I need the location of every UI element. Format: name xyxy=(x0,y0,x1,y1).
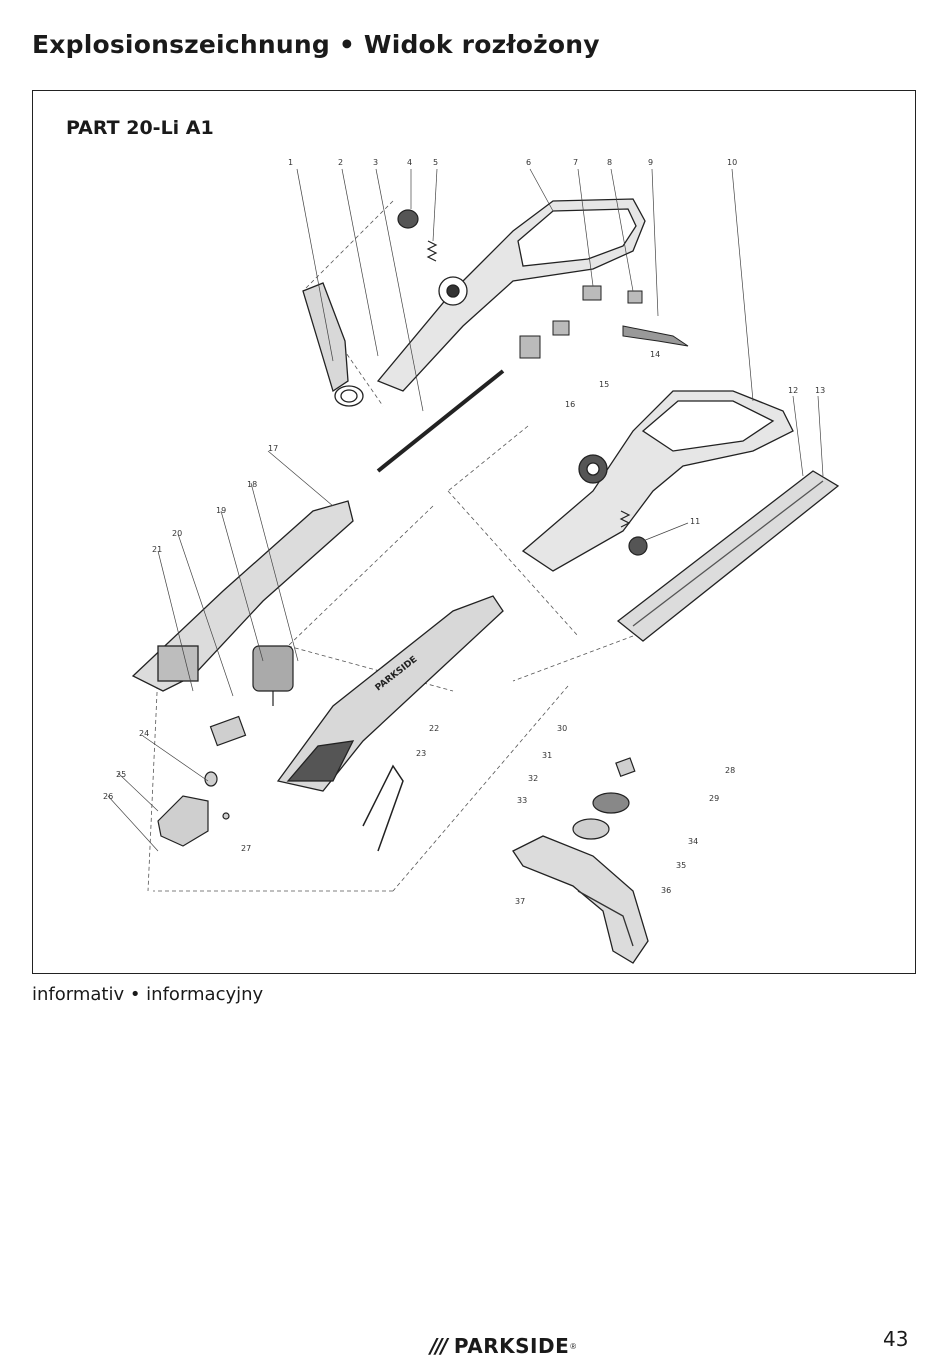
callout-1: 1 xyxy=(288,158,293,167)
callout-16: 16 xyxy=(565,400,575,409)
logo-text: PARKSIDE xyxy=(453,1334,570,1358)
callout-21: 21 xyxy=(152,545,162,554)
callout-10: 10 xyxy=(727,158,737,167)
spindle-hub-parts xyxy=(157,715,247,847)
lower-housing-right-part xyxy=(276,595,504,792)
exploded-view-figure: PART 20-Li A1 xyxy=(32,90,916,974)
exploded-view-diagram: PARKSIDE xyxy=(103,158,840,964)
callout-8: 8 xyxy=(607,158,612,167)
callout-5: 5 xyxy=(433,158,438,167)
callout-3: 3 xyxy=(373,158,378,167)
callout-30: 30 xyxy=(557,724,567,733)
callout-14: 14 xyxy=(650,350,660,359)
rear-handle-part xyxy=(521,390,794,572)
callout-9: 9 xyxy=(648,158,653,167)
callout-37: 37 xyxy=(515,897,525,906)
callout-29: 29 xyxy=(709,794,719,803)
callout-36: 36 xyxy=(661,886,671,895)
auxiliary-handle-part xyxy=(302,282,364,407)
leader-lines xyxy=(107,168,824,852)
callout-20: 20 xyxy=(172,529,182,538)
knob-11-part xyxy=(619,510,648,556)
model-label: PART 20-Li A1 xyxy=(66,117,214,139)
spool-assembly-parts xyxy=(572,757,636,840)
callout-26: 26 xyxy=(103,792,113,801)
callout-31: 31 xyxy=(542,751,552,760)
switch-parts xyxy=(519,285,689,359)
callout-23: 23 xyxy=(416,749,426,758)
callout-34: 34 xyxy=(688,837,698,846)
extension-rail-part xyxy=(616,470,840,642)
logo-registered-mark: ® xyxy=(570,1341,577,1351)
callout-13: 13 xyxy=(815,386,825,395)
wire-guard-part xyxy=(362,764,404,852)
figure-caption: informativ • informacyjny xyxy=(32,984,264,1005)
shaft-rod-part xyxy=(376,369,505,473)
callout-2: 2 xyxy=(338,158,343,167)
callout-25: 25 xyxy=(116,770,126,779)
callout-6: 6 xyxy=(526,158,531,167)
callout-11: 11 xyxy=(690,517,700,526)
callout-24: 24 xyxy=(139,729,149,738)
callout-numbers: 1 2 3 4 5 6 7 8 9 10 11 12 13 14 15 16 1… xyxy=(103,158,825,906)
brand-logo: /// PARKSIDE ® xyxy=(430,1334,576,1358)
callout-32: 32 xyxy=(528,774,538,783)
callout-33: 33 xyxy=(517,796,527,805)
page-number: 43 xyxy=(883,1327,909,1351)
lower-housing-left-part xyxy=(131,500,354,692)
logo-slashes: /// xyxy=(430,1334,448,1358)
callout-17: 17 xyxy=(268,444,278,453)
callout-28: 28 xyxy=(725,766,735,775)
knob-part xyxy=(397,209,438,262)
grass-guard-part xyxy=(512,835,649,964)
page-title: Explosionszeichnung • Widok rozłożony xyxy=(32,30,600,59)
callout-35: 35 xyxy=(676,861,686,870)
callout-15: 15 xyxy=(599,380,609,389)
callout-22: 22 xyxy=(429,724,439,733)
callout-27: 27 xyxy=(241,844,251,853)
motor-part xyxy=(252,645,294,706)
callout-12: 12 xyxy=(788,386,798,395)
callout-4: 4 xyxy=(407,158,412,167)
callout-18: 18 xyxy=(247,480,257,489)
callout-19: 19 xyxy=(216,506,226,515)
upper-handle-part xyxy=(376,198,646,392)
callout-7: 7 xyxy=(573,158,578,167)
